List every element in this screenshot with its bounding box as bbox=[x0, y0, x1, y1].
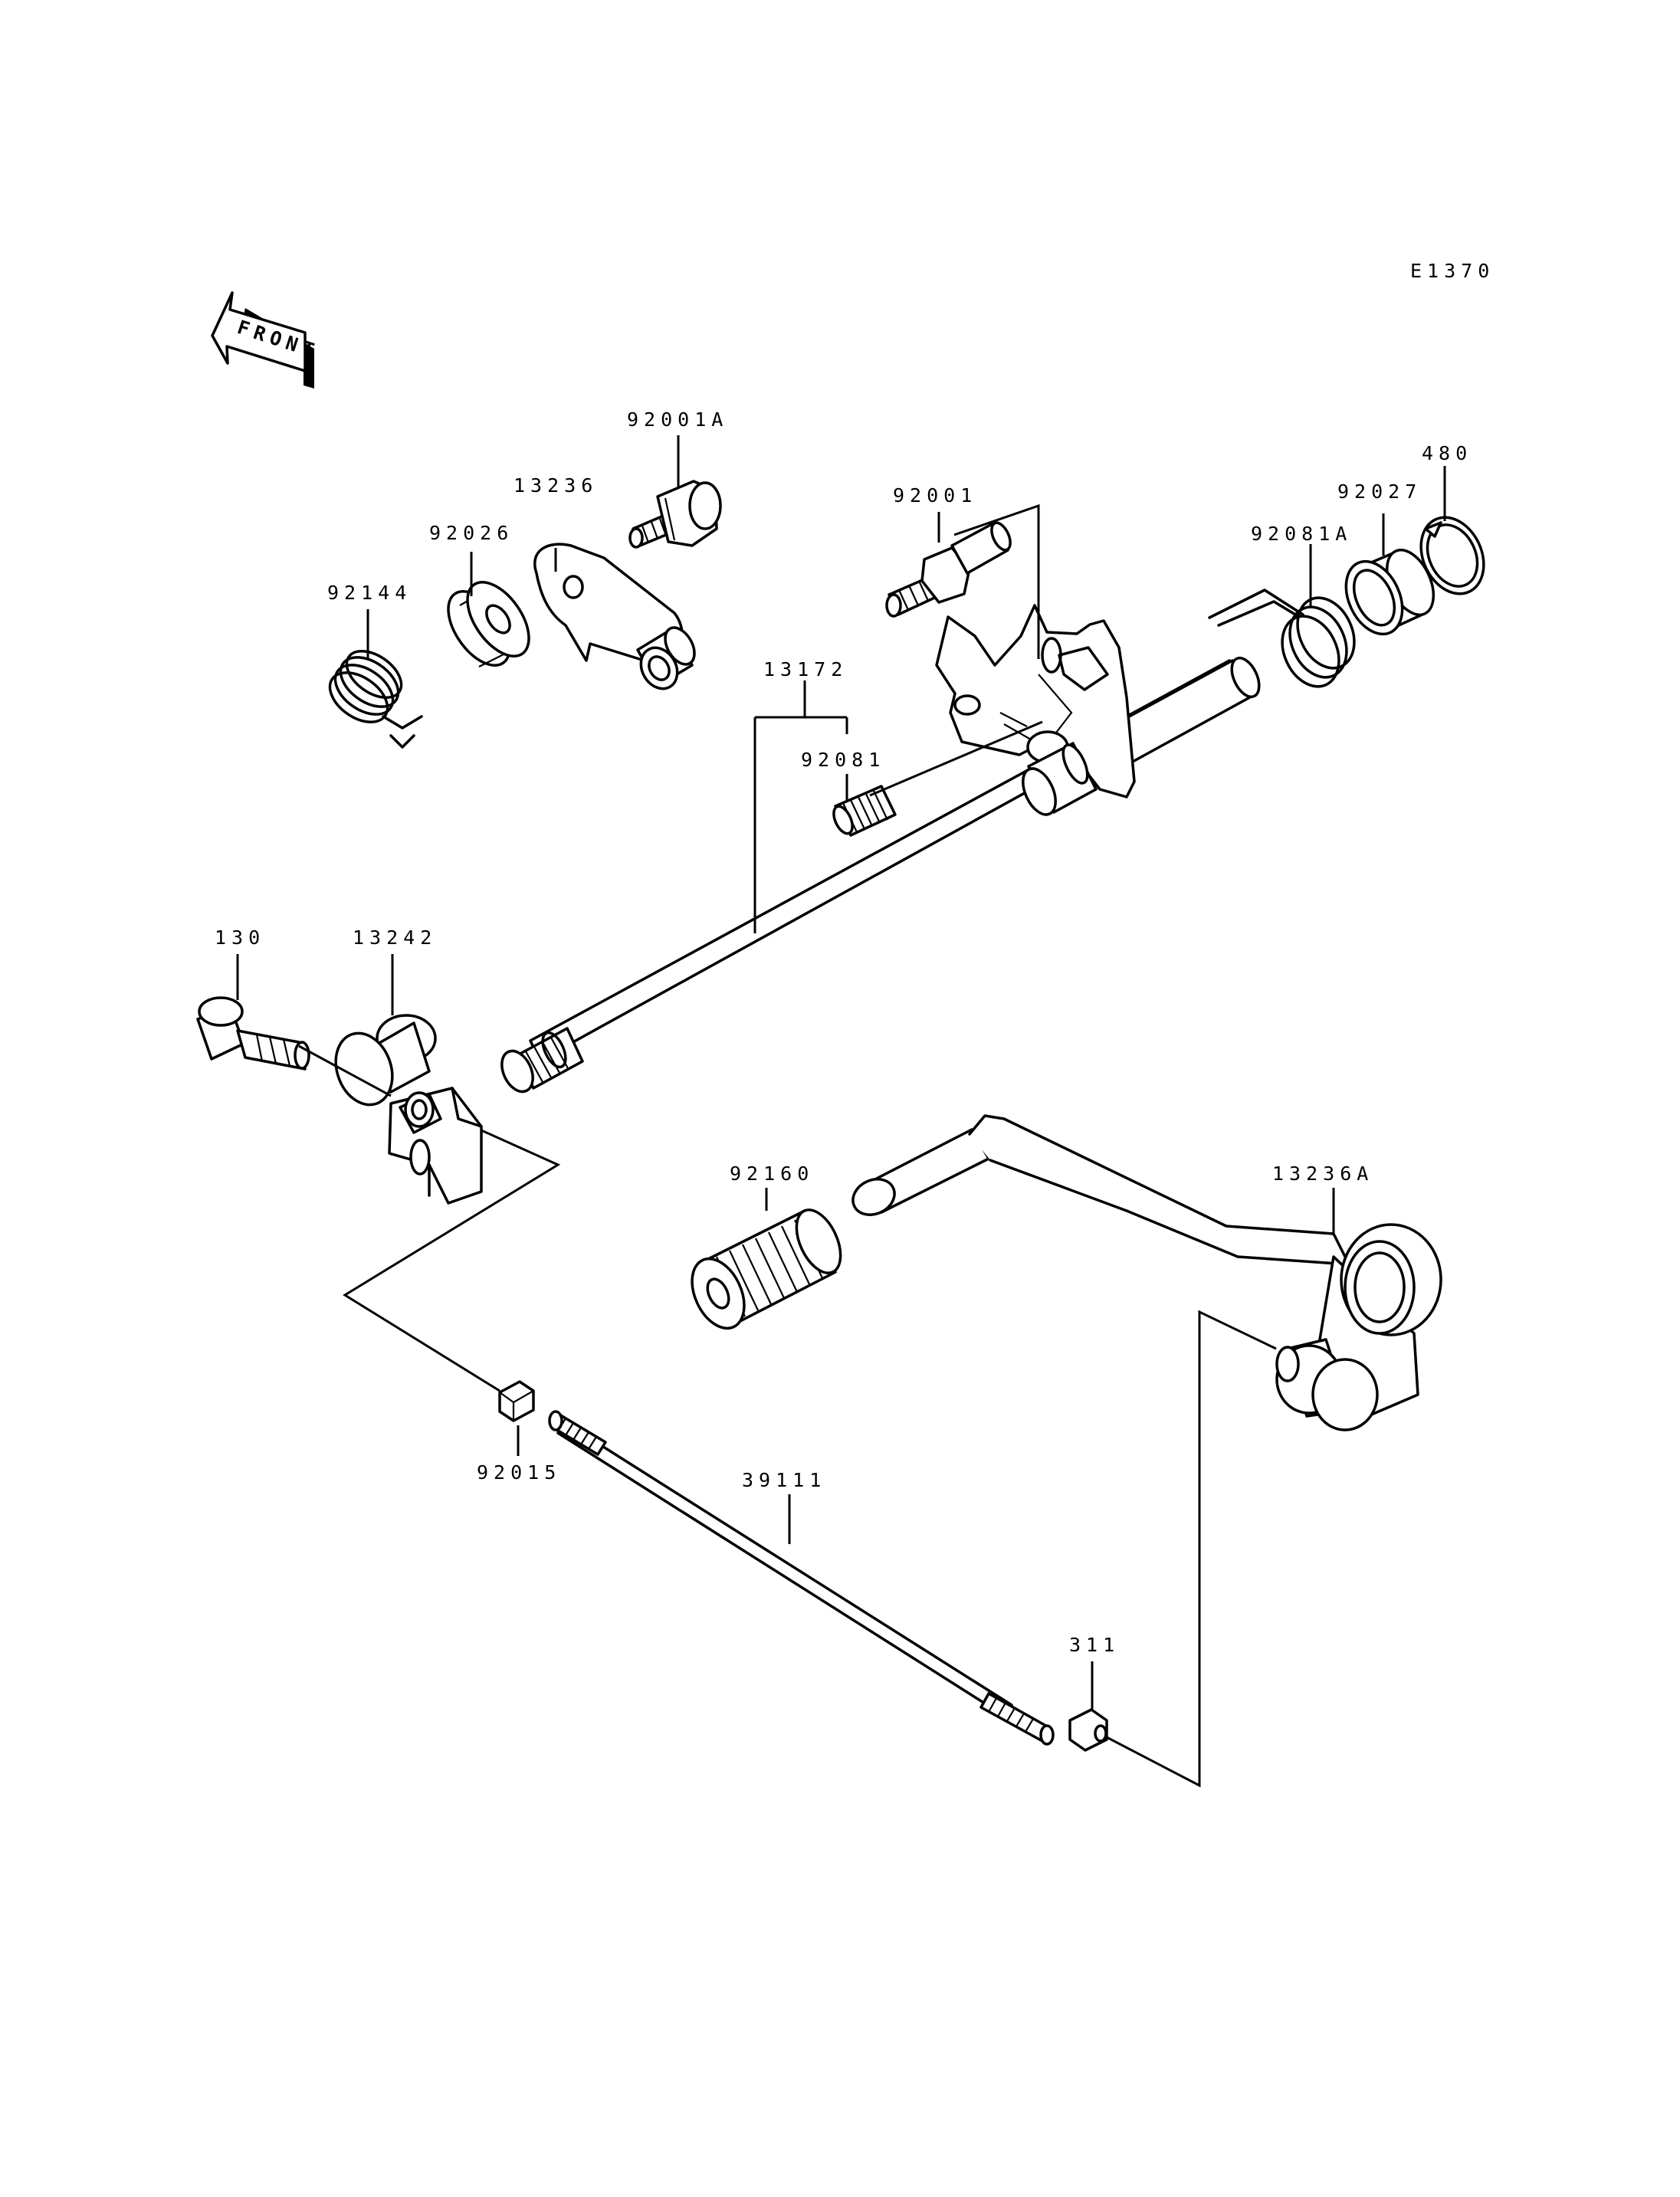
lever-13236 bbox=[533, 543, 696, 690]
leader-lines bbox=[236, 435, 1446, 1788]
label-92015: 92015 bbox=[477, 1461, 561, 1484]
front-arrow-icon: FRONT bbox=[211, 291, 322, 389]
shift-pedal-13236A bbox=[851, 1114, 1442, 1431]
shift-shaft-13172 bbox=[500, 604, 1261, 1094]
spring-92081 bbox=[832, 785, 897, 837]
spring-92081A bbox=[1208, 589, 1356, 688]
nut-311 bbox=[1068, 1708, 1108, 1752]
nut-92015 bbox=[498, 1380, 535, 1422]
label-92081A: 92081A bbox=[1251, 523, 1352, 545]
circlip-480 bbox=[1419, 516, 1485, 595]
label-13236A: 13236A bbox=[1272, 1162, 1373, 1185]
label-92160: 92160 bbox=[730, 1162, 814, 1185]
label-92026: 92026 bbox=[429, 522, 514, 544]
footpeg-rubber-92160 bbox=[691, 1208, 842, 1330]
spring-92144 bbox=[328, 650, 423, 749]
label-92144: 92144 bbox=[327, 582, 412, 604]
tie-rod-39111 bbox=[548, 1410, 1055, 1746]
label-39111: 39111 bbox=[742, 1469, 826, 1491]
label-130: 130 bbox=[215, 926, 265, 949]
washer-92026 bbox=[447, 581, 530, 667]
label-92027: 92027 bbox=[1337, 480, 1422, 503]
label-13172: 13172 bbox=[763, 658, 848, 680]
bolt-130 bbox=[196, 996, 310, 1071]
bushing-92027 bbox=[1344, 549, 1436, 636]
label-13242: 13242 bbox=[353, 926, 437, 949]
label-480: 480 bbox=[1422, 442, 1472, 464]
label-13236: 13236 bbox=[514, 474, 598, 497]
bolt-92001 bbox=[885, 521, 1012, 618]
label-92081: 92081 bbox=[801, 749, 885, 771]
label-92001A: 92001A bbox=[627, 408, 728, 431]
label-92001: 92001 bbox=[893, 484, 977, 507]
label-311: 311 bbox=[1069, 1634, 1120, 1656]
diagram-code: E1370 bbox=[1410, 260, 1495, 282]
clamp-lever-13242 bbox=[334, 1014, 483, 1205]
bolt-92001A bbox=[628, 480, 722, 549]
